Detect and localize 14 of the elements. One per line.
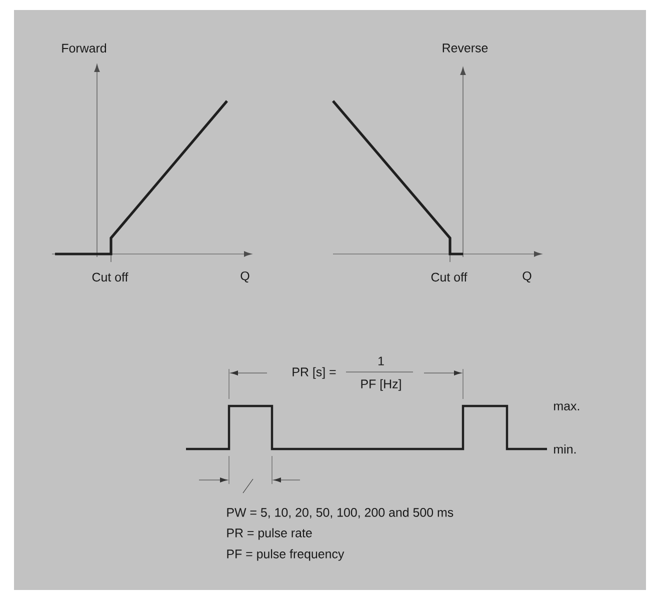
axis-label: Q <box>240 271 250 283</box>
axis-label: Q <box>522 271 532 283</box>
axis-label: Forward <box>62 43 106 53</box>
note-text: PW = 5, 10, 20, 50, 100, 200 and 500 ms <box>227 508 454 518</box>
tick-label: Cut off <box>431 272 468 282</box>
level-label: max. <box>554 404 580 410</box>
formula-text: 1 <box>378 356 384 366</box>
axis-label: Reverse <box>442 44 488 52</box>
formula-text: PR [s] = <box>292 367 336 379</box>
tick-label: Cut off <box>92 272 128 282</box>
level-label: min. <box>554 444 576 454</box>
formula-text: PF [Hz] <box>361 379 401 391</box>
note-text: PR = pulse rate <box>227 528 312 540</box>
note-text: PF = pulse frequency <box>227 549 344 561</box>
